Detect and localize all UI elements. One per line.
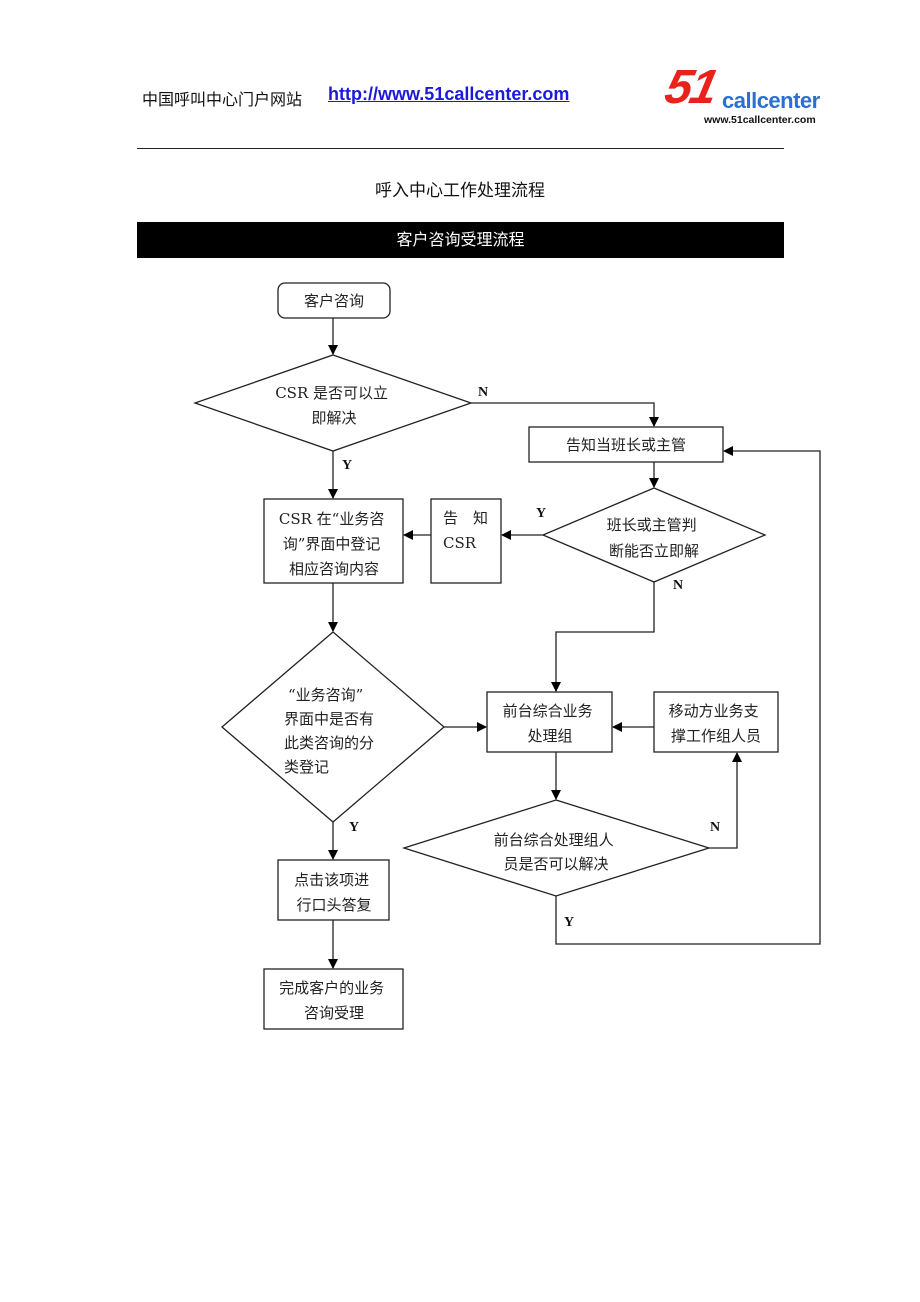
- logo-url: www.51callcenter.com: [704, 114, 816, 126]
- node-notify-lead: [528, 426, 724, 463]
- label-front-yes: Y: [564, 915, 574, 930]
- register-text: CSR 在“业务咨 询”界面中登记 相应咨询内容: [279, 510, 389, 578]
- label-lead-yes: Y: [536, 506, 546, 521]
- reply-text: 点击该项进 行口头答复: [294, 871, 374, 914]
- node-finish: [263, 968, 404, 1030]
- site-name: 中国呼叫中心门户网站: [142, 90, 303, 109]
- node-notify-csr: [430, 498, 502, 584]
- notify-csr-text: 告 知 CSR: [443, 509, 493, 552]
- header-divider: [137, 148, 784, 149]
- notify-lead-text: 告知当班长或主管: [566, 436, 686, 454]
- edge-d-csr-no: [471, 402, 659, 427]
- node-d-csr: [193, 354, 473, 452]
- section-banner: 客户咨询受理流程: [137, 222, 784, 258]
- mobile-support-text: 移动方业务支 撑工作组人员: [669, 702, 764, 745]
- logo-word: callcenter: [722, 88, 820, 113]
- d-front-text: 前台综合处理组人 员是否可以解决: [494, 831, 619, 873]
- label-csr-no: N: [478, 385, 488, 400]
- document-title: 呼入中心工作处理流程: [375, 181, 545, 201]
- label-csr-yes: Y: [342, 458, 352, 473]
- edge-d-front-yes: [555, 446, 821, 945]
- label-category-yes: Y: [349, 820, 359, 835]
- node-d-lead: [541, 487, 767, 583]
- node-mobile-support: [653, 691, 779, 753]
- node-start: [277, 282, 391, 319]
- label-lead-no: N: [673, 578, 683, 593]
- node-front-group: [486, 691, 613, 753]
- edge-d-front-no: [709, 752, 742, 849]
- label-front-no: N: [710, 820, 720, 835]
- 51callcenter-logo: 51 callcenter www.51callcenter.com: [660, 61, 840, 130]
- site-url-link[interactable]: http://www.51callcenter.com: [328, 84, 570, 104]
- edge-d-lead-no: [551, 582, 655, 692]
- front-group-text: 前台综合业务 处理组: [503, 702, 598, 745]
- finish-text: 完成客户的业务 咨询受理: [279, 979, 389, 1022]
- node-reply: [277, 859, 390, 921]
- d-category-text: “业务咨询” 界面中是否有 此类咨询的分 类登记: [284, 686, 379, 776]
- d-csr-text: CSR 是否可以立 即解决: [275, 384, 393, 427]
- start-text: 客户咨询: [304, 292, 364, 310]
- d-lead-text: 班长或主管判 断能否立即解: [607, 516, 702, 560]
